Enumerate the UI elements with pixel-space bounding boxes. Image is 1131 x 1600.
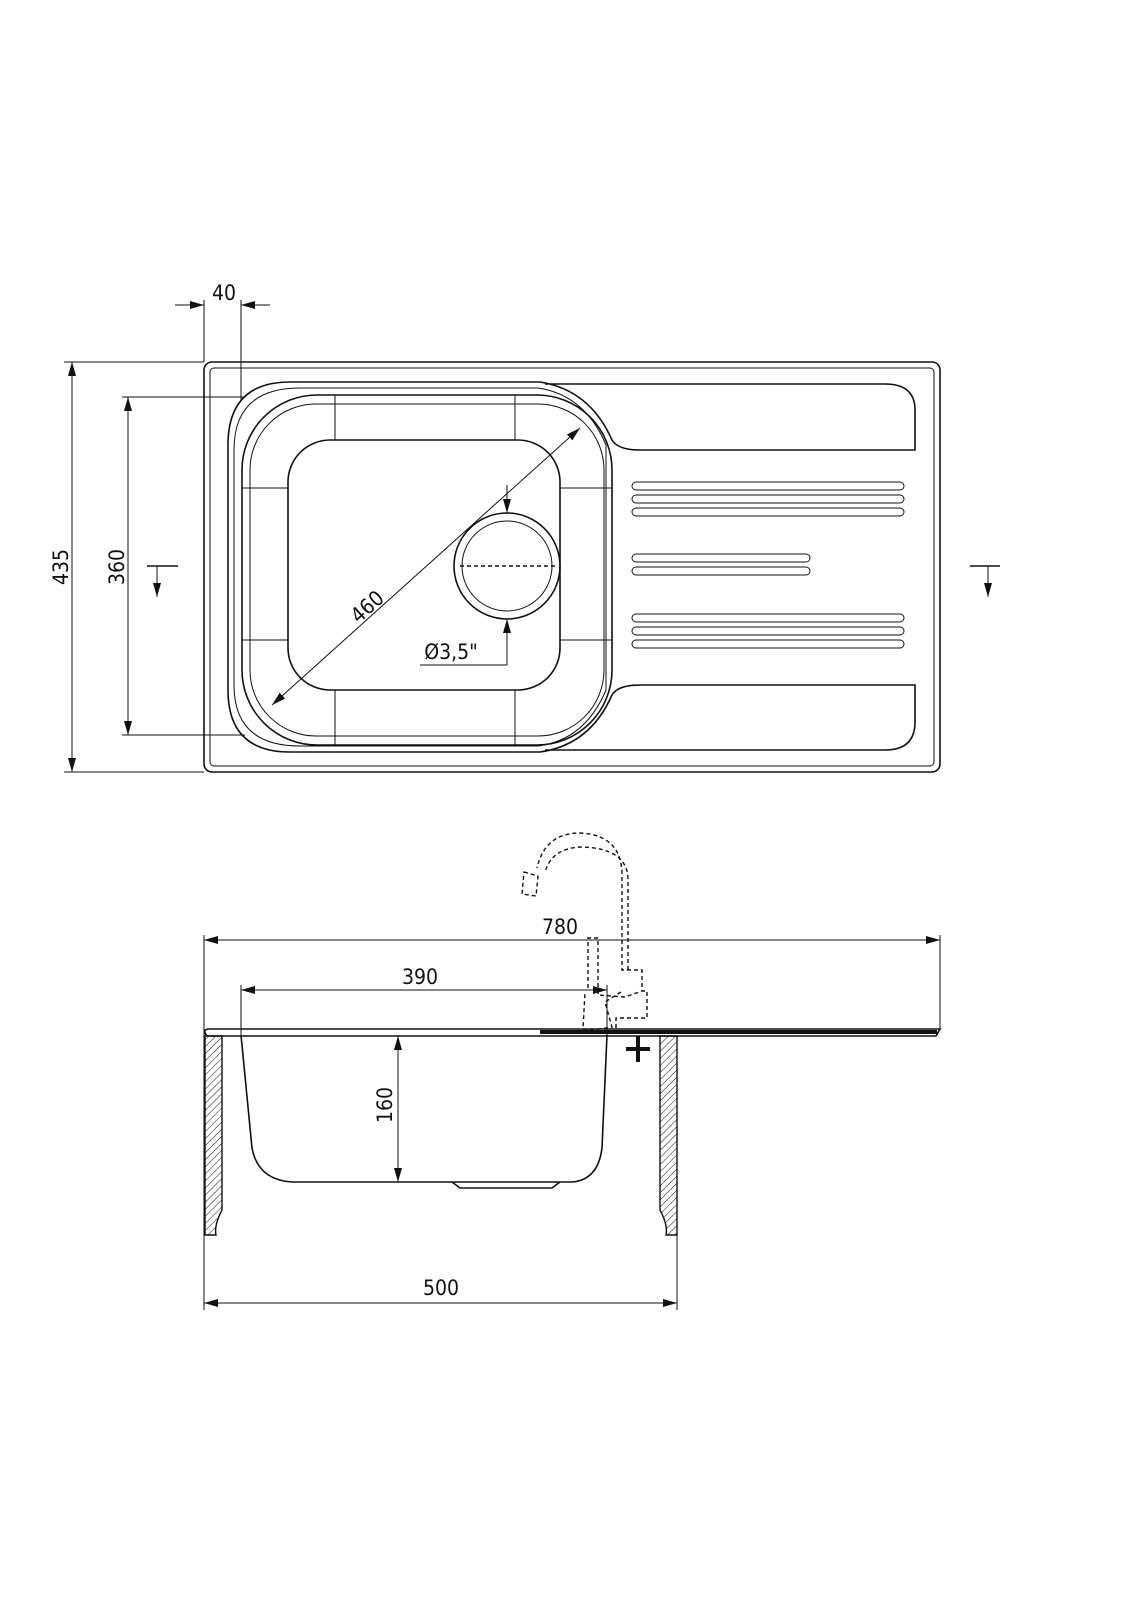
drainboard-grooves: [631, 481, 905, 649]
cabinet-wall-left: [204, 1035, 223, 1236]
bowl-surround: [227, 381, 916, 753]
dim-bowl-width-label: 390: [402, 965, 438, 989]
dim-overall-depth-label: 435: [49, 549, 73, 585]
bowl-rim: [233, 387, 607, 747]
sink-rim: [209, 367, 935, 767]
sink-outline: [203, 361, 941, 773]
dim-flange-label: 40: [212, 281, 236, 305]
bowl-profile: [240, 1034, 608, 1183]
bowl-outer: [241, 394, 613, 746]
dim-overall-width-label: 780: [542, 915, 578, 939]
faucet-outline: [521, 832, 648, 1031]
section-marker-left: [147, 565, 178, 597]
top-view: 40 435 360 460 Ø3,5": [49, 281, 1000, 773]
bowl-inner-rim: [249, 403, 605, 737]
drain-profile: [451, 1181, 561, 1189]
section-marker-right: [970, 565, 1000, 597]
cabinet-wall-right: [659, 1035, 678, 1236]
dim-bowl-depth-label: 360: [105, 549, 129, 585]
countertop: [204, 1028, 942, 1037]
dim-drain-label: Ø3,5": [424, 640, 478, 664]
side-view: 780 390 160 500: [203, 832, 942, 1310]
dim-bowl-height-label: 160: [373, 1087, 397, 1123]
dim-cabinet-width-label: 500: [423, 1276, 459, 1300]
dim-bowl-diagonal-label: 460: [346, 586, 389, 628]
mounting-clip: [626, 1036, 650, 1062]
